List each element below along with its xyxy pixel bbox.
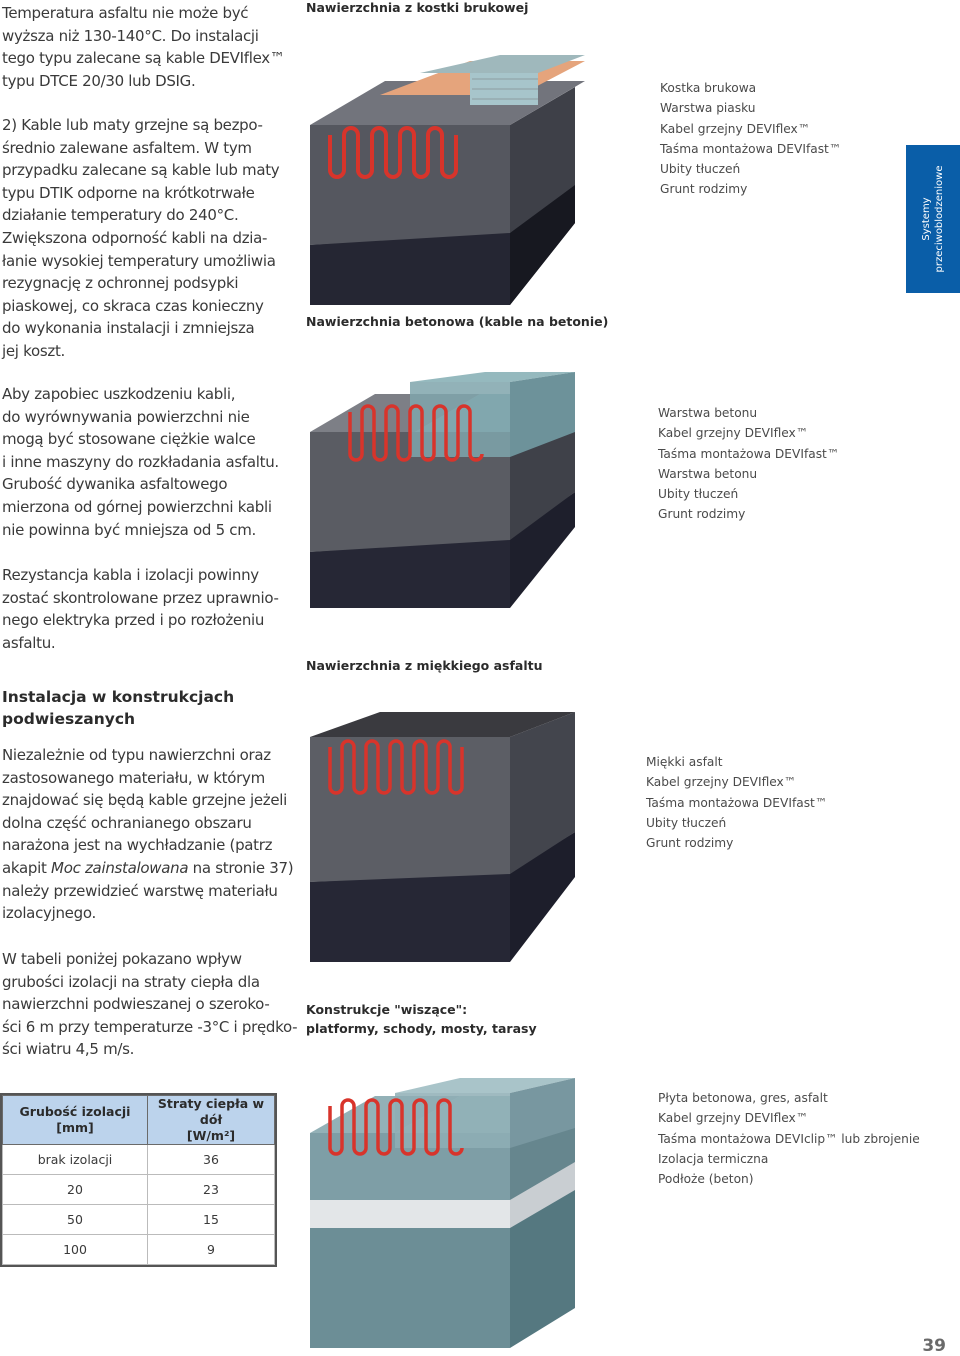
table-header-row: Grubość izolacji[mm] Straty ciepła w dół… — [2, 1095, 275, 1145]
reference-link: Moc zainstalowana — [51, 858, 189, 877]
para-cables-direct-asphalt: 2) Kable lub maty grzejne są bezpo- śred… — [2, 116, 280, 360]
section-heading: Instalacja w konstrukcjach podwieszanych — [2, 688, 235, 728]
legend-concrete: Warstwa betonu Kabel grzejny DEVIflex™ T… — [658, 406, 840, 522]
chapter-side-tab: Systemy przeciwoblodzeniowe — [906, 145, 960, 293]
section-title-concrete: Nawierzchnia betonowa (kable na betonie) — [306, 314, 609, 329]
para-suspended-structures: Niezależnie od typu nawierzchni oraz zas… — [2, 746, 294, 923]
paving-layers-diagram — [310, 55, 585, 305]
legend-paving: Kostka brukowa Warstwa piasku Kabel grze… — [660, 81, 842, 197]
page-number: 39 — [922, 1336, 946, 1356]
suspended-layers-diagram — [310, 1078, 575, 1348]
concrete-layers-diagram — [310, 372, 575, 608]
para-table-intro: W tabeli poniżej pokazano wpływ grubości… — [2, 950, 298, 1059]
section-title-paving: Nawierzchnia z kostki brukowej — [306, 0, 529, 15]
para-asphalt-temperature: Temperatura asfaltu nie może być wyższa … — [2, 4, 285, 90]
header-heat-loss: Straty ciepła w dół[W/m²] — [147, 1095, 275, 1145]
section-title-suspended: Konstrukcje "wiszące": platformy, schody… — [306, 1002, 537, 1036]
asphalt-layers-diagram — [310, 712, 575, 962]
legend-suspended: Płyta betonowa, gres, asfalt Kabel grzej… — [658, 1091, 920, 1187]
insulation-table: Grubość izolacji[mm] Straty ciepła w dół… — [0, 1093, 277, 1267]
header-insulation-thickness: Grubość izolacji[mm] — [2, 1095, 148, 1145]
para-resistance-check: Rezystancja kabla i izolacji powinny zos… — [2, 566, 279, 652]
section-title-soft-asphalt: Nawierzchnia z miękkiego asfaltu — [306, 658, 543, 673]
heating-cable-icon — [328, 126, 458, 179]
legend-soft-asphalt: Miękki asfalt Kabel grzejny DEVIflex™ Ta… — [646, 755, 828, 851]
para-avoid-damage: Aby zapobiec uszkodzeniu kabli, do wyrów… — [2, 385, 279, 539]
